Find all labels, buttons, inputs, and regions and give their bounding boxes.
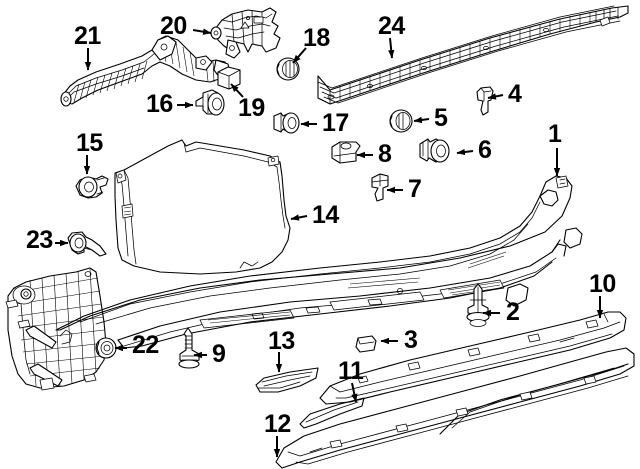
- callout-label-23: 23: [26, 226, 53, 254]
- callout-label-3: 3: [404, 326, 418, 354]
- callout-label-14: 14: [312, 201, 339, 229]
- part-9-self-tapping-screw: [178, 327, 200, 369]
- part-1-rear-bumper-cover: [55, 175, 583, 349]
- part-6-flange-bolt: [419, 138, 450, 163]
- part-22-pin-grommet: [95, 337, 117, 359]
- leader-11: [351, 382, 358, 403]
- leader-20: [192, 28, 212, 35]
- callout-label-4: 4: [508, 80, 522, 108]
- callout-label-9: 9: [212, 340, 226, 368]
- callout-label-20: 20: [160, 12, 187, 40]
- leader-18: [292, 47, 307, 64]
- callout-label-6: 6: [478, 136, 492, 164]
- part-14-bumper-cover-side-panel: [114, 139, 291, 275]
- part-17-bolt-with-washer: [273, 112, 300, 134]
- part-23-push-pin-rivet: [67, 231, 107, 257]
- part-11-trim-strip-left: [299, 397, 365, 429]
- part-16-stud-bolt: [195, 89, 225, 116]
- part-absorber-mesh-panel: [5, 267, 107, 391]
- callout-label-12: 12: [264, 410, 291, 438]
- callout-label-7: 7: [408, 175, 422, 203]
- callout-leader-lines: [55, 28, 604, 458]
- part-18-grommet-ring: [276, 57, 300, 81]
- leader-19: [230, 83, 244, 98]
- part-10-lower-trim-molding-upper: [319, 311, 627, 405]
- leader-4: [487, 93, 504, 100]
- leader-14: [290, 214, 308, 221]
- part-20-side-retainer-bracket: [210, 7, 281, 59]
- callout-label-16: 16: [146, 90, 173, 118]
- part-19-block-spacer: [217, 66, 241, 90]
- callout-label-5: 5: [434, 104, 448, 132]
- part-24-bumper-reinforcement-beam: [317, 5, 629, 105]
- callout-label-17: 17: [322, 109, 349, 137]
- part-5-grommet-nut: [389, 109, 413, 133]
- part-8-retainer-bracket: [331, 141, 361, 164]
- leader-6: [456, 148, 474, 156]
- callout-label-19: 19: [238, 94, 265, 122]
- leader-24: [388, 37, 395, 59]
- callout-label-24: 24: [378, 12, 405, 40]
- part-15-clip-fastener: [75, 175, 109, 199]
- callout-label-18: 18: [303, 24, 330, 52]
- leader-5: [413, 116, 430, 124]
- part-13-reflector-garnish: [255, 367, 319, 393]
- callout-label-22: 22: [132, 331, 159, 359]
- callout-label-11: 11: [338, 357, 364, 385]
- callout-label-13: 13: [268, 327, 295, 355]
- callout-label-15: 15: [76, 129, 103, 157]
- part-2-push-retainer-clip: [466, 283, 490, 327]
- callout-label-1: 1: [548, 120, 562, 148]
- callout-label-10: 10: [589, 270, 616, 298]
- callout-label-2: 2: [506, 298, 520, 326]
- part-3-rectangular-pad: [355, 335, 377, 353]
- callout-label-21: 21: [74, 22, 101, 50]
- part-7-clip-bracket: [371, 173, 389, 202]
- part-4-retainer-clip: [476, 86, 494, 116]
- part-12-lower-trim-molding-main: [275, 347, 635, 469]
- callout-label-8: 8: [378, 140, 392, 168]
